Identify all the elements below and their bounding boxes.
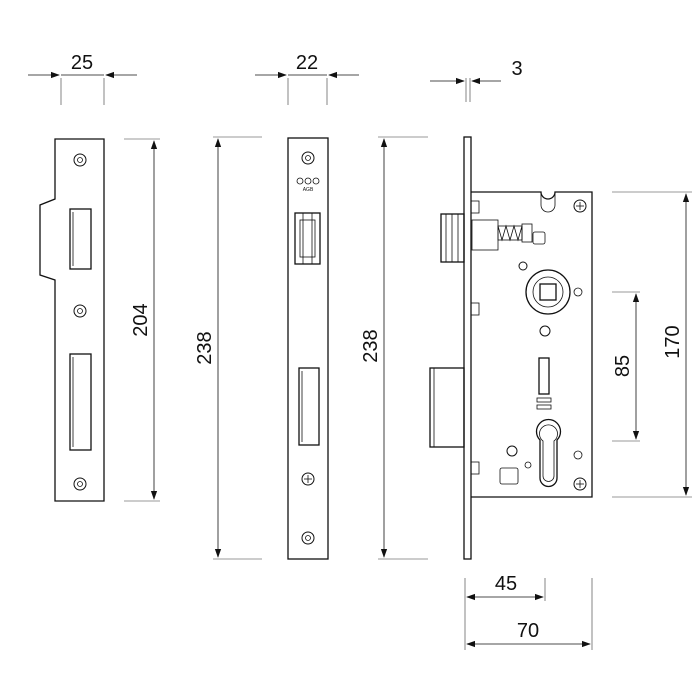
dim-lock-height: 238	[360, 136, 428, 560]
dim-label-238-faceplate: 238	[194, 331, 216, 364]
dim-spindle-to-cylinder: 85	[612, 291, 640, 442]
faceplate-mark: AGB	[303, 187, 314, 193]
dim-strike-width: 25	[28, 52, 137, 105]
faceplate: AGB	[287, 137, 329, 560]
dim-faceplate-width: 22	[255, 52, 359, 105]
dim-label-204: 204	[130, 303, 152, 336]
dim-case-height: 170	[612, 191, 692, 498]
dim-backset: 45	[464, 573, 546, 650]
dim-label-170: 170	[662, 325, 684, 358]
dim-case-depth: 70	[466, 578, 593, 650]
lock-body	[429, 136, 593, 560]
strike-plate	[39, 138, 105, 502]
dim-faceplate-thickness: 3	[430, 58, 523, 102]
dim-label-45: 45	[495, 573, 517, 595]
dim-label-25: 25	[71, 52, 93, 74]
dim-strike-height: 204	[124, 138, 160, 502]
dim-label-85: 85	[612, 355, 634, 377]
dim-faceplate-height: 238	[194, 136, 262, 560]
dim-label-3: 3	[511, 58, 522, 80]
dim-label-22: 22	[296, 52, 318, 74]
dim-label-238-lock: 238	[360, 329, 382, 362]
dim-label-70: 70	[517, 620, 539, 642]
